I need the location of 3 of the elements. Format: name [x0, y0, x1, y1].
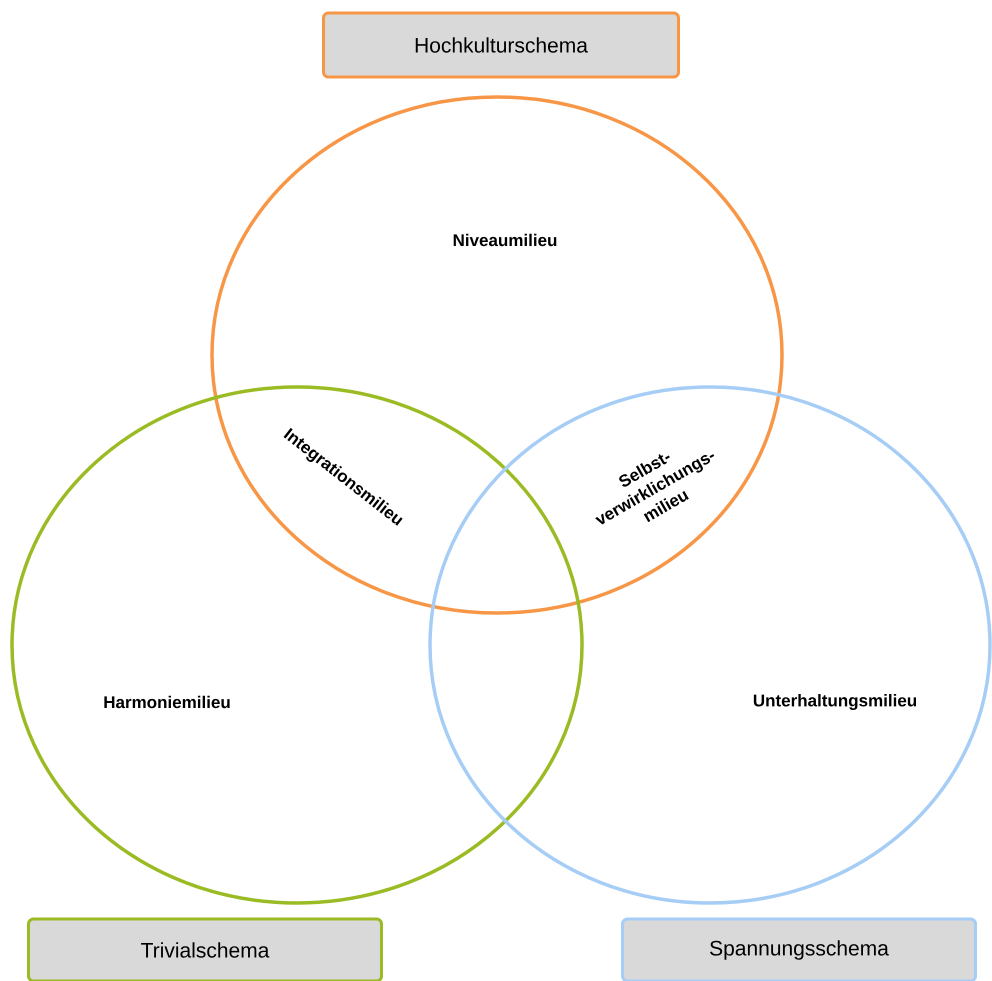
- schema-box: Trivialschema: [27, 917, 383, 981]
- schema-box: Hochkulturschema: [322, 11, 680, 78]
- schema-box: Spannungsschema: [621, 917, 977, 981]
